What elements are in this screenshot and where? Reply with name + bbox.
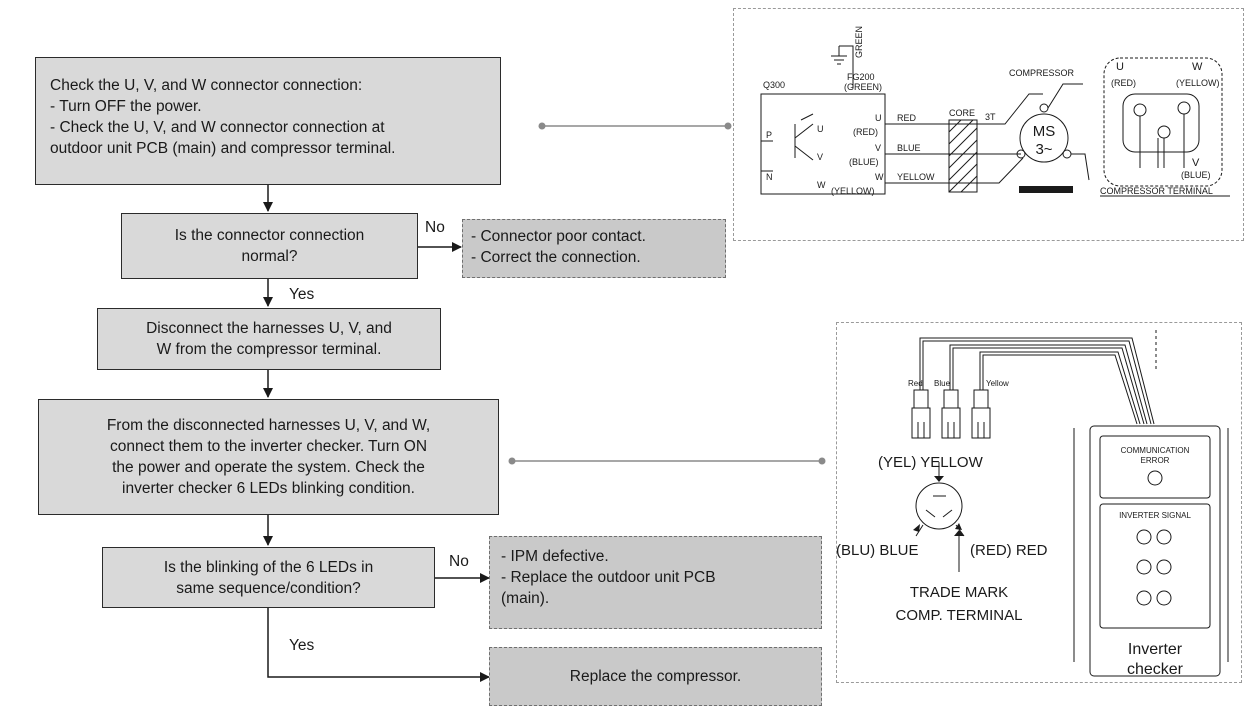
wire-blue-label: Blue bbox=[934, 379, 951, 388]
trade-mark-label: TRADE MARK bbox=[910, 584, 1008, 601]
w-label: W bbox=[817, 180, 826, 190]
blue-wire-label: BLUE bbox=[897, 143, 921, 153]
decision2-line: Is the blinking of the 6 LEDs in bbox=[163, 558, 374, 576]
w-out-label: W bbox=[875, 172, 884, 182]
decision1-line: Is the connector connection bbox=[174, 227, 365, 244]
compressor-terminal-label: COMPRESSOR TERMINAL bbox=[1100, 186, 1213, 196]
no-label: No bbox=[425, 219, 445, 236]
red-label: (RED) RED bbox=[970, 542, 1048, 559]
decision-led-blinking: Is the blinking of the 6 LEDs in same se… bbox=[102, 547, 435, 608]
terminal-u-label: U bbox=[1116, 61, 1124, 73]
decision1-line: normal? bbox=[241, 248, 298, 265]
action1-line: - Correct the connection. bbox=[471, 249, 641, 266]
u-color-label: (RED) bbox=[853, 127, 878, 137]
wiring-diagram: GREEN Q300 FG200 (GREEN) P N U V W U (RE… bbox=[760, 26, 1230, 197]
terminal-v-color-label: (BLUE) bbox=[1181, 170, 1211, 180]
blu-label: (BLU) BLUE bbox=[836, 542, 919, 559]
step3-line: the power and operate the system. Check … bbox=[112, 459, 425, 476]
wire-yellow-label: Yellow bbox=[986, 379, 1009, 388]
yellow-wire-label: YELLOW bbox=[897, 172, 935, 182]
fg200-label: FG200 bbox=[847, 72, 875, 82]
step2-line: Disconnect the harnesses U, V, and bbox=[146, 320, 392, 337]
compressor-label: COMPRESSOR bbox=[1009, 68, 1075, 78]
terminal-u-color-label: (RED) bbox=[1111, 78, 1136, 88]
step-disconnect-harnesses: Disconnect the harnesses U, V, and W fro… bbox=[97, 308, 441, 370]
v-label: V bbox=[817, 152, 823, 162]
terminal-v-label: V bbox=[1192, 157, 1200, 169]
n-label: N bbox=[766, 172, 773, 182]
step1-line: outdoor unit PCB (main) and compressor t… bbox=[50, 140, 396, 157]
no-label: No bbox=[449, 553, 469, 570]
yel-label: (YEL) YELLOW bbox=[878, 454, 984, 471]
action2-line: - IPM defective. bbox=[501, 548, 609, 565]
u-out-label: U bbox=[875, 113, 882, 123]
step2-line: W from the compressor terminal. bbox=[156, 341, 382, 358]
ground-wire-label: GREEN bbox=[854, 26, 864, 58]
turns-label: 3T bbox=[985, 112, 996, 122]
step1-line: - Check the U, V, and W connector connec… bbox=[50, 119, 385, 136]
wire-red-label: Red bbox=[908, 379, 923, 388]
inverter-signal-label: INVERTER SIGNAL bbox=[1119, 511, 1191, 520]
decision-connector-normal: Is the connector connection normal? bbox=[121, 213, 418, 279]
action1-line: - Connector poor contact. bbox=[471, 228, 646, 245]
step3-line: inverter checker 6 LEDs blinking conditi… bbox=[122, 480, 415, 497]
red-wire-label: RED bbox=[897, 113, 917, 123]
q300-label: Q300 bbox=[763, 80, 785, 90]
u-label: U bbox=[817, 124, 824, 134]
motor-ms-label: MS bbox=[1033, 123, 1056, 140]
p-label: P bbox=[766, 130, 772, 140]
action-correct-connection: - Connector poor contact. - Correct the … bbox=[462, 219, 726, 278]
terminal-w-label: W bbox=[1192, 61, 1203, 73]
fg200-color-label: (GREEN) bbox=[844, 82, 882, 92]
decision2-line: same sequence/condition? bbox=[176, 579, 361, 597]
v-out-label: V bbox=[875, 143, 881, 153]
comm-error-label-2: ERROR bbox=[1141, 456, 1170, 465]
action-replace-compressor: Replace the compressor. bbox=[489, 647, 822, 706]
comm-error-label-1: COMMUNICATION bbox=[1121, 446, 1190, 455]
terminal-w-color-label: (YELLOW) bbox=[1176, 78, 1220, 88]
w-color-label: (YELLOW) bbox=[831, 186, 875, 196]
yes-label: Yes bbox=[289, 286, 315, 303]
wiring-diagram-panel bbox=[733, 8, 1244, 241]
inverter-checker-panel bbox=[836, 322, 1242, 683]
yes-label: Yes bbox=[289, 637, 315, 654]
step-connect-inverter-checker: From the disconnected harnesses U, V, an… bbox=[38, 399, 499, 515]
step1-line: Check the U, V, and W connector connecti… bbox=[50, 77, 363, 94]
action2-line: - Replace the outdoor unit PCB bbox=[501, 569, 716, 586]
inverter-checker-diagram: Red Blue Yellow COMMUNICATION ERROR INVE… bbox=[836, 330, 1229, 678]
core-label: CORE bbox=[949, 108, 975, 118]
step3-line: From the disconnected harnesses U, V, an… bbox=[106, 417, 431, 434]
action-replace-pcb: - IPM defective. - Replace the outdoor u… bbox=[489, 536, 822, 629]
comp-terminal-label: COMP. TERMINAL bbox=[896, 607, 1023, 624]
action2-line: (main). bbox=[501, 590, 550, 607]
v-color-label: (BLUE) bbox=[849, 157, 879, 167]
motor-phase-label: 3~ bbox=[1035, 141, 1052, 158]
step1-line: - Turn OFF the power. bbox=[50, 98, 202, 115]
step-check-connector: Check the U, V, and W connector connecti… bbox=[35, 57, 501, 185]
step3-line: connect them to the inverter checker. Tu… bbox=[109, 438, 428, 455]
checker-title-line1: Inverter bbox=[1128, 641, 1183, 658]
action3-line: Replace the compressor. bbox=[569, 668, 742, 685]
checker-title-line2: checker bbox=[1127, 661, 1184, 678]
